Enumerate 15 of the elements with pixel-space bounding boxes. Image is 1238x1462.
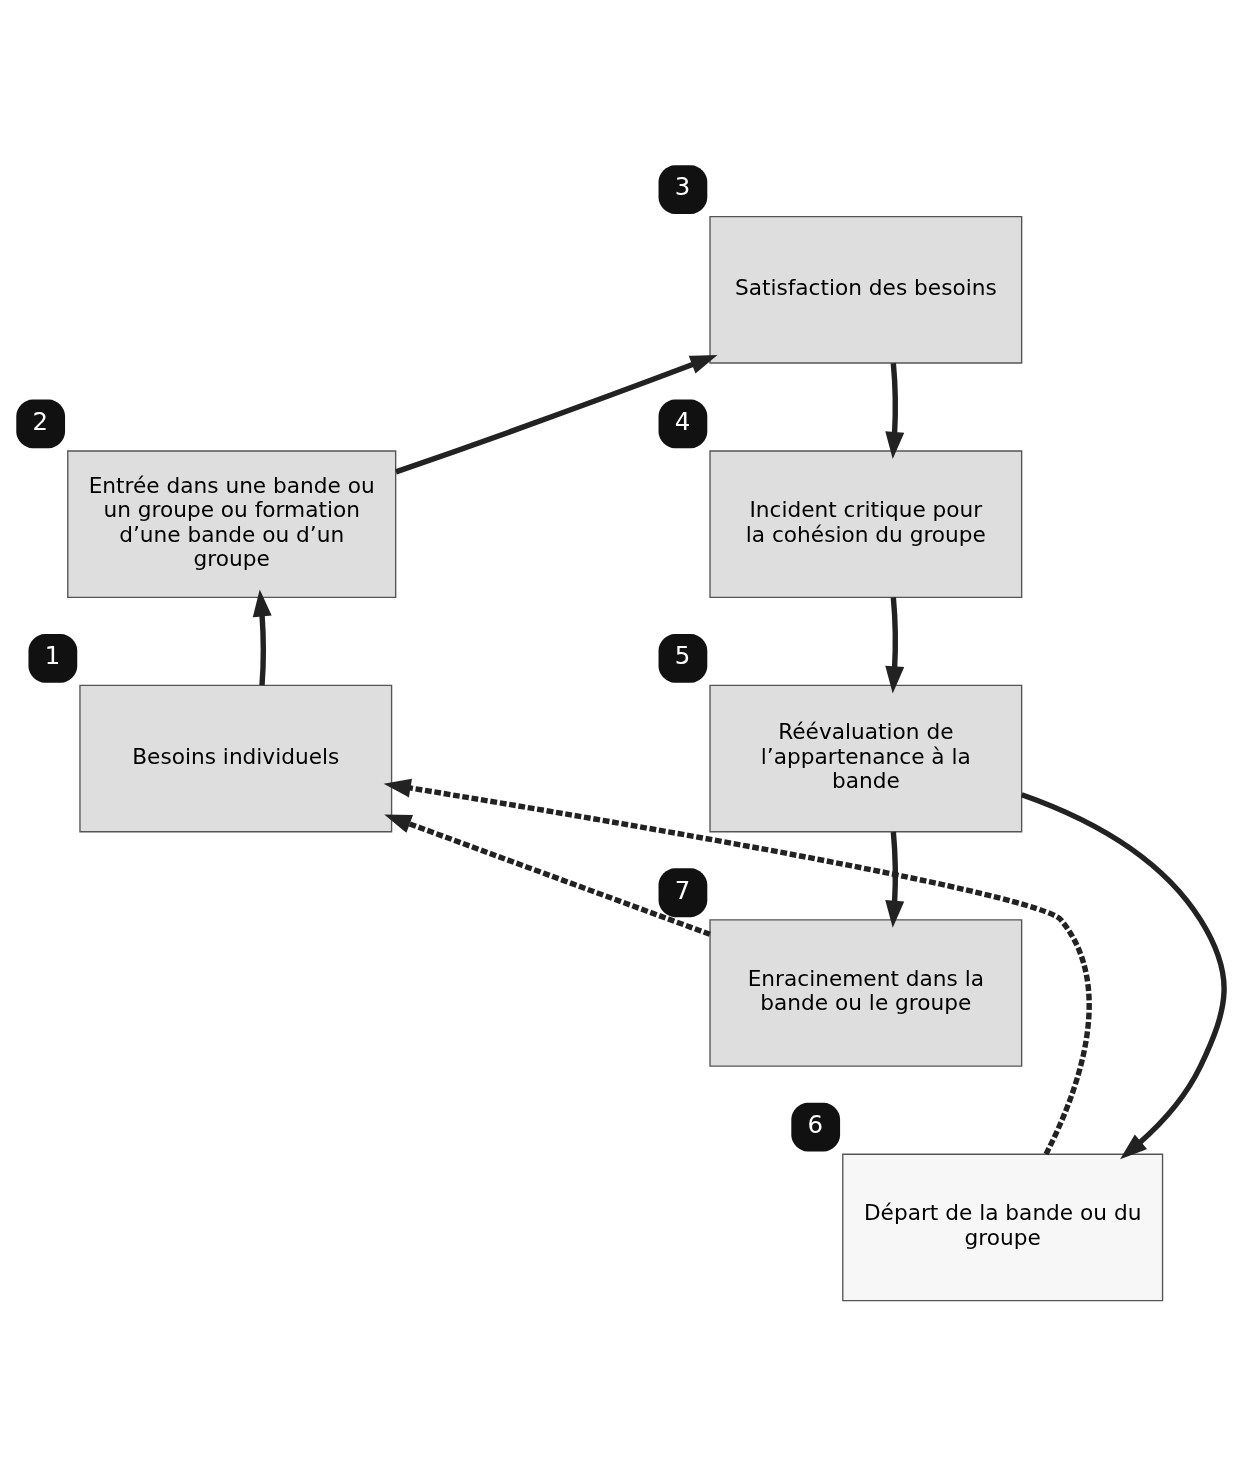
arrow [885,831,905,928]
node-label: 1 [44,640,61,670]
arrow [395,354,718,474]
node-label: 7 [674,875,691,905]
node-label: 2 [32,406,49,436]
arrow [885,596,905,693]
arrow [384,814,711,937]
node-label: 6 [807,1109,824,1139]
arrow [383,778,1092,1155]
node-label: 4 [674,406,691,436]
arrow [252,588,272,685]
node-label: 5 [674,640,691,670]
arrow [885,362,905,459]
node-label: 3 [674,171,691,201]
arrow [1020,791,1227,1159]
